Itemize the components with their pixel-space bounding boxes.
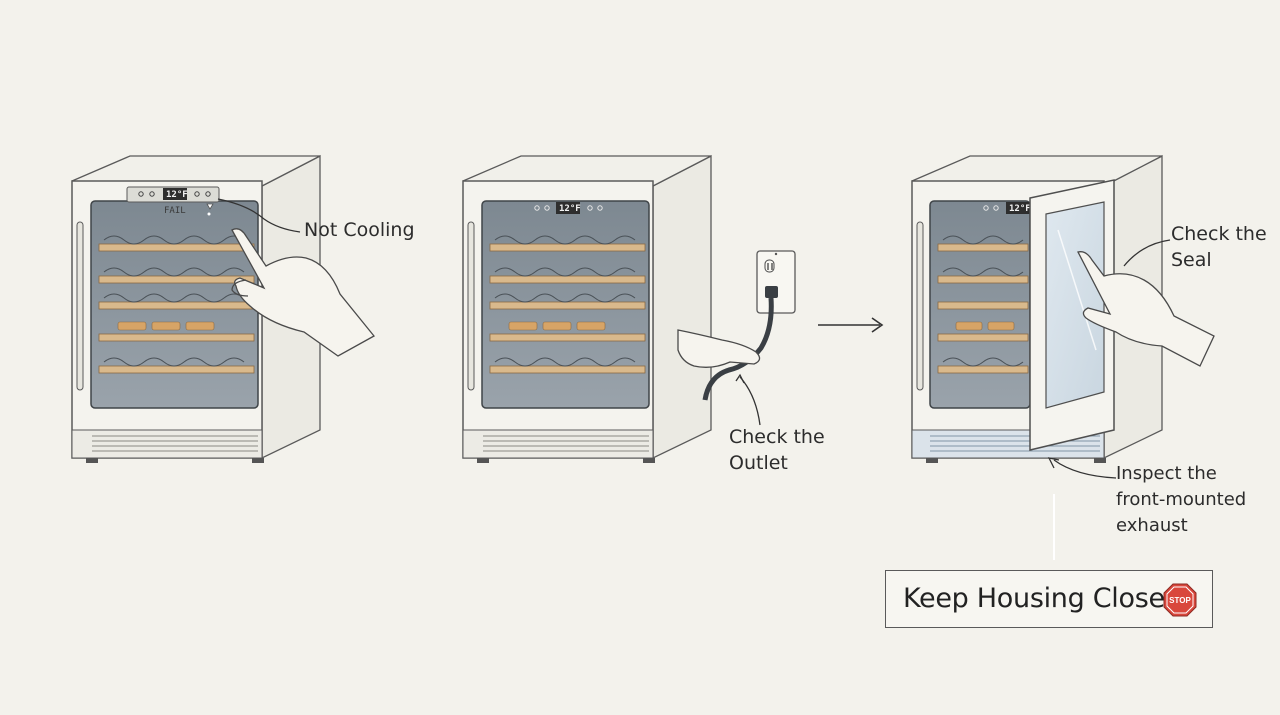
warning-box: Keep Housing Closed STOP [885,570,1213,628]
callout-check-seal: Check the Seal [1171,223,1267,271]
stop-sign-icon: STOP [1163,583,1197,617]
fridge-check-seal: 12°F [911,154,1215,560]
callout-check-outlet: Check the Outlet [729,426,825,474]
arrow-right-icon [818,317,884,333]
hand-pointing [231,228,375,357]
callout-leader-not-cooling [217,198,301,233]
fridge-check-outlet: 12°F [462,154,796,463]
stop-sign-label: STOP [1169,596,1191,605]
hand-holding-plug [677,329,761,368]
temperature-display: 12°F [559,204,581,214]
fridge-not-cooling: 12°F FAIL [71,154,375,463]
error-readout: FAIL [164,206,186,216]
temperature-display: 12°F [166,190,188,200]
callout-inspect-exhaust: Inspect the front-mounted exhaust [1116,463,1247,536]
temperature-display: 12°F [1009,204,1031,214]
warning-text: Keep Housing Closed [903,583,1182,614]
hand-checking-seal [1077,251,1215,367]
wall-outlet [756,250,796,314]
callout-not-cooling: Not Cooling [304,219,415,241]
